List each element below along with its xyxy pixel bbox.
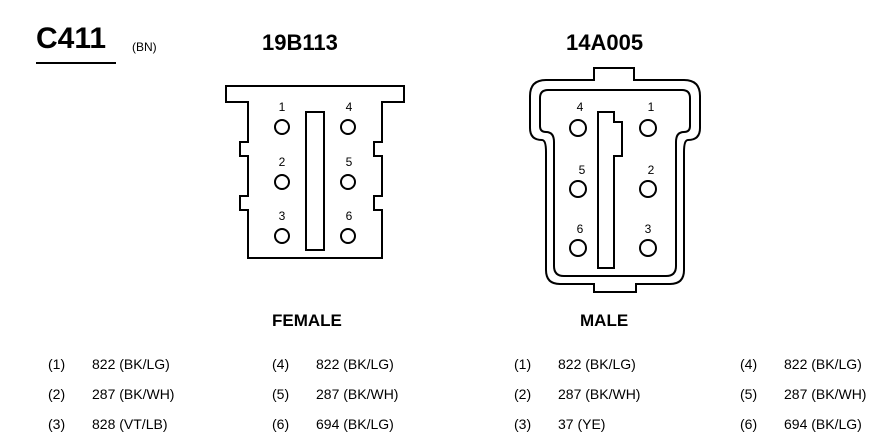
female-pin-1 [274, 119, 290, 135]
female-pin-label-3: 3 [279, 209, 286, 223]
circuit-wire: 287 (BK/WH) [316, 386, 399, 402]
male-keyway [597, 111, 623, 269]
circuit-wire: 287 (BK/WH) [92, 386, 175, 402]
male-circuit-row: (1) 822 (BK/LG) [514, 356, 636, 372]
circuit-pin: (1) [514, 356, 532, 372]
male-circuit-row: (6) 694 (BK/LG) [740, 416, 862, 432]
male-pin-label-3: 3 [645, 222, 652, 236]
circuit-pin: (5) [272, 386, 290, 402]
male-outer-shell [529, 67, 701, 293]
circuit-pin: (6) [272, 416, 290, 432]
female-circuit-row: (1) 822 (BK/LG) [48, 356, 170, 372]
male-circuit-row: (4) 822 (BK/LG) [740, 356, 862, 372]
male-pin-numbers: 4 5 6 1 2 3 [577, 100, 655, 236]
circuit-pin: (3) [514, 416, 532, 432]
female-pin-label-6: 6 [346, 209, 353, 223]
female-part-number: 19B113 [262, 30, 338, 55]
male-circuit-row: (5) 287 (BK/WH) [740, 386, 866, 402]
male-pin-label-4: 4 [577, 100, 584, 114]
connector-id: C411 [36, 22, 107, 55]
female-connector-face [225, 85, 405, 259]
connector-id-underline [36, 62, 116, 64]
female-pin-label-2: 2 [279, 155, 286, 169]
female-pin-label-5: 5 [346, 155, 353, 169]
male-part-number: 14A005 [566, 30, 644, 55]
male-connector-face [529, 67, 701, 293]
circuit-pin: (5) [740, 386, 758, 402]
circuit-wire: 37 (YE) [558, 416, 606, 432]
female-pin-3 [274, 228, 290, 244]
female-circuit-row: (4) 822 (BK/LG) [272, 356, 394, 372]
male-pin-3 [639, 239, 657, 257]
connector-color-code: (BN) [132, 40, 157, 54]
male-pin-4 [569, 119, 587, 137]
male-pin-label-1: 1 [648, 100, 655, 114]
circuit-pin: (1) [48, 356, 66, 372]
circuit-pin: (4) [272, 356, 290, 372]
female-circuit-row: (5) 287 (BK/WH) [272, 386, 398, 402]
male-pin-5 [569, 180, 587, 198]
circuit-pin: (2) [514, 386, 532, 402]
circuit-pin: (3) [48, 416, 66, 432]
female-pin-5 [340, 174, 356, 190]
circuit-wire: 287 (BK/WH) [784, 386, 867, 402]
male-pin-6 [569, 239, 587, 257]
female-circuit-row: (2) 287 (BK/WH) [48, 386, 174, 402]
circuit-pin: (4) [740, 356, 758, 372]
female-connector-outline [225, 85, 405, 259]
circuit-wire: 694 (BK/LG) [784, 416, 862, 432]
circuit-wire: 822 (BK/LG) [558, 356, 636, 372]
circuit-wire: 828 (VT/LB) [92, 416, 168, 432]
female-pin-numbers: 1 2 3 4 5 6 [279, 100, 353, 223]
male-pin-label-2: 2 [648, 163, 655, 177]
circuit-wire: 694 (BK/LG) [316, 416, 394, 432]
female-pin-label-1: 1 [279, 100, 286, 114]
female-circuit-row: (6) 694 (BK/LG) [272, 416, 394, 432]
circuit-pin: (2) [48, 386, 66, 402]
male-circuit-row: (3) 37 (YE) [514, 416, 605, 432]
male-circuit-row: (2) 287 (BK/WH) [514, 386, 640, 402]
male-pin-1 [639, 119, 657, 137]
male-pin-label-6: 6 [577, 222, 584, 236]
male-inner-shell [539, 89, 691, 277]
female-circuit-row: (3) 828 (VT/LB) [48, 416, 167, 432]
circuit-wire: 822 (BK/LG) [316, 356, 394, 372]
female-pin-6 [340, 228, 356, 244]
circuit-pin: (6) [740, 416, 758, 432]
circuit-wire: 287 (BK/WH) [558, 386, 641, 402]
female-pin-4 [340, 119, 356, 135]
female-label: FEMALE [272, 311, 342, 330]
male-pin-2 [639, 180, 657, 198]
male-label: MALE [580, 311, 629, 330]
circuit-wire: 822 (BK/LG) [92, 356, 170, 372]
male-pin-label-5: 5 [579, 163, 586, 177]
female-center-key [305, 111, 325, 251]
female-pin-2 [274, 174, 290, 190]
circuit-wire: 822 (BK/LG) [784, 356, 862, 372]
female-pin-label-4: 4 [346, 100, 353, 114]
